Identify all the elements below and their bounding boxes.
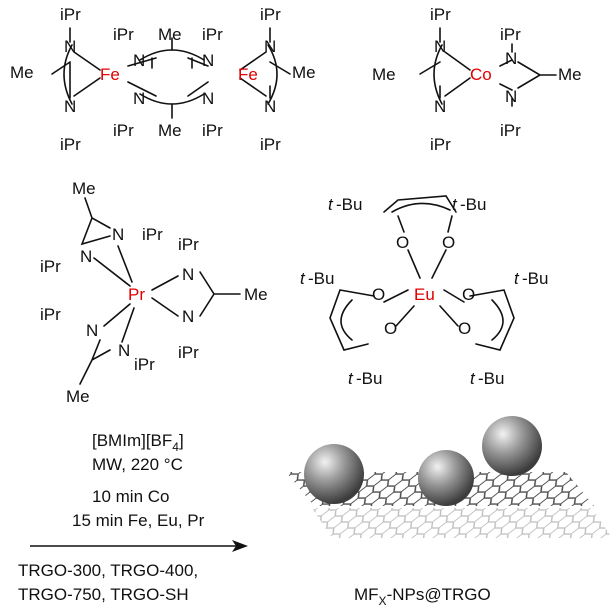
fe-ipr-bottom-left: iPr <box>60 135 81 154</box>
nanoparticle-middle <box>418 450 474 506</box>
fe-me-right: Me <box>292 63 316 82</box>
co-ipr-right-bottom: iPr <box>500 121 521 140</box>
condition-time-others: 15 min Fe, Eu, Pr <box>72 511 205 530</box>
fe-ipr-bridge: iPr <box>113 121 134 140</box>
co-n-label: N <box>505 49 517 68</box>
eu-tbu-top-right: -Bu <box>460 195 486 214</box>
condition-microwave: MW, 220 °C <box>92 455 183 474</box>
pr-n-label: N <box>86 321 98 340</box>
co-n-label: N <box>505 87 517 106</box>
fe-n-label: N <box>133 89 145 108</box>
fe-ipr-bridge: iPr <box>202 25 223 44</box>
nanoparticle-left <box>304 444 364 504</box>
eu-tbu-top-left: -Bu <box>336 195 362 214</box>
condition-support-2: TRGO-750, TRGO-SH <box>18 585 189 604</box>
fe-me-left: Me <box>10 63 34 82</box>
co-complex: iPr N Me N iPr Co iPr N Me N iPr <box>372 5 582 154</box>
eu-o-label: O <box>384 319 397 338</box>
pr-n-label: N <box>182 307 194 326</box>
product-illustration: MFX-NPs@TRGO <box>286 416 612 608</box>
fe-dimer-complex: iPr N Me N iPr Fe Fe iPr Me iPr N N N N … <box>10 5 316 154</box>
eu-o-label: O <box>396 233 409 252</box>
fe-ipr-bridge: iPr <box>113 25 134 44</box>
fe-ipr-bottom-right: iPr <box>260 135 281 154</box>
co-n-label: N <box>434 37 446 56</box>
co-n-label: N <box>434 97 446 116</box>
condition-support-1: TRGO-300, TRGO-400, <box>18 561 198 580</box>
nanoparticle-right <box>482 416 542 476</box>
pr-ipr-bottom: iPr <box>134 355 155 374</box>
metal-co: Co <box>470 65 492 84</box>
eu-o-label: O <box>462 285 475 304</box>
fe-n-label: N <box>202 51 214 70</box>
pr-complex: Me N iPr iPr N Pr iPr N Me N iPr iPr N N… <box>40 179 268 406</box>
metal-fe-right: Fe <box>238 65 258 84</box>
eu-o-label: O <box>372 285 385 304</box>
fe-n-label: N <box>133 51 145 70</box>
pr-n-label: N <box>112 225 124 244</box>
eu-tbu-top-right-t: t <box>452 195 458 214</box>
product-label: MFX-NPs@TRGO <box>354 585 491 608</box>
fe-n-label: N <box>264 97 276 116</box>
pr-me-bottom: Me <box>66 387 90 406</box>
fe-ipr-top-right: iPr <box>260 5 281 24</box>
fe-ipr-bridge: iPr <box>202 121 223 140</box>
eu-tbu-left-t: t <box>300 269 306 288</box>
co-me-right: Me <box>558 65 582 84</box>
co-ipr-right-top: iPr <box>500 25 521 44</box>
metal-pr: Pr <box>128 285 145 304</box>
eu-tbu-right-t: t <box>514 269 520 288</box>
eu-o-label: O <box>458 319 471 338</box>
graphene-sheet-shadow <box>312 508 612 538</box>
pr-n-label: N <box>80 247 92 266</box>
fe-me-bridge-bottom: Me <box>158 121 182 140</box>
eu-tbu-bottom-left: -Bu <box>356 369 382 388</box>
metal-eu: Eu <box>414 285 435 304</box>
condition-time-co: 10 min Co <box>92 487 169 506</box>
co-ipr-bottom: iPr <box>430 135 451 154</box>
pr-ipr-top: iPr <box>142 225 163 244</box>
co-ipr-top: iPr <box>430 5 451 24</box>
eu-o-label: O <box>442 233 455 252</box>
fe-n-label: N <box>202 89 214 108</box>
pr-me-top: Me <box>72 179 96 198</box>
fe-ipr-top-left: iPr <box>60 5 81 24</box>
pr-ipr-left: iPr <box>40 257 61 276</box>
fe-n-label: N <box>264 37 276 56</box>
pr-ipr-right-bottom: iPr <box>178 343 199 362</box>
reaction-arrow-head <box>232 540 248 552</box>
metal-fe-left: Fe <box>100 65 120 84</box>
eu-tbu-top-left-t: t <box>328 195 334 214</box>
eu-tbu-bottom-right: -Bu <box>478 369 504 388</box>
condition-solvent: [BMIm][BF4] <box>92 431 184 454</box>
pr-ipr-left-bottom: iPr <box>40 305 61 324</box>
fe-n-label: N <box>64 37 76 56</box>
reaction-conditions: [BMIm][BF4] MW, 220 °C 10 min Co 15 min … <box>18 431 248 604</box>
pr-n-label: N <box>118 341 130 360</box>
eu-tbu-bottom-left-t: t <box>348 369 354 388</box>
fe-me-bridge-top: Me <box>158 25 182 44</box>
eu-complex: t -Bu t -Bu O O t -Bu O Eu O t -Bu O O t… <box>300 195 548 388</box>
eu-tbu-left: -Bu <box>308 269 334 288</box>
eu-tbu-bottom-right-t: t <box>470 369 476 388</box>
eu-tbu-right: -Bu <box>522 269 548 288</box>
pr-ipr-right-top: iPr <box>178 235 199 254</box>
fe-n-label: N <box>64 97 76 116</box>
pr-me-right: Me <box>244 285 268 304</box>
co-me-left: Me <box>372 65 396 84</box>
pr-n-label: N <box>182 265 194 284</box>
